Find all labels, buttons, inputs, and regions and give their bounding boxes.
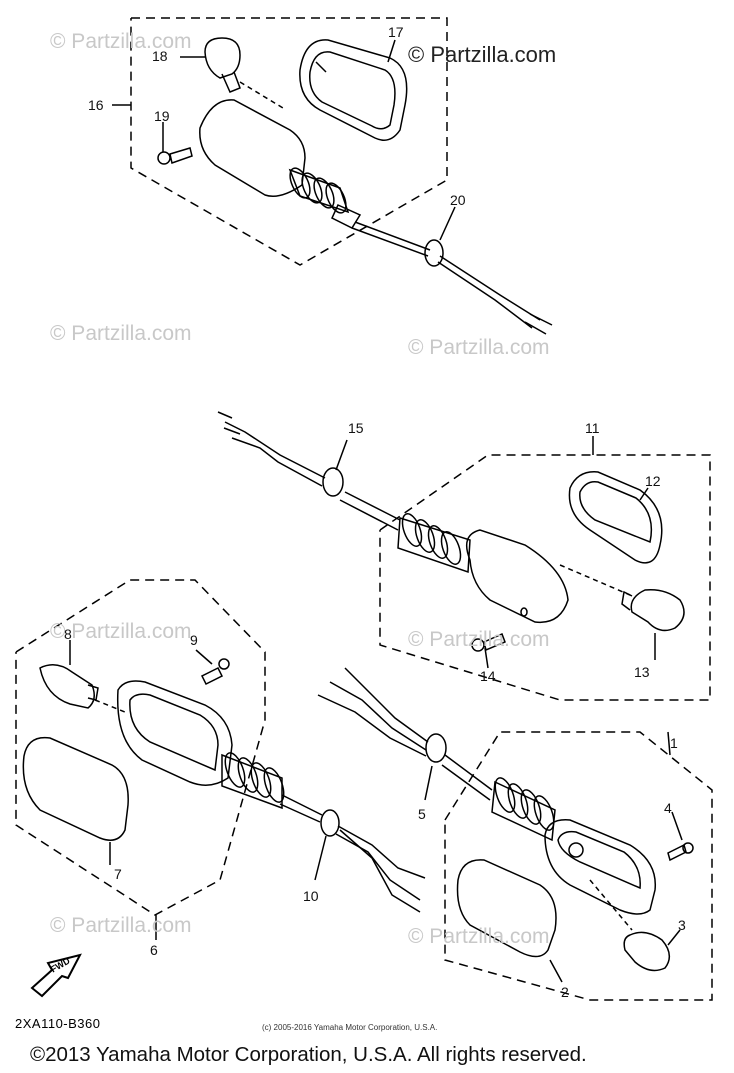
- diagram-code: 2XA110-B360: [15, 1016, 101, 1031]
- small-copyright: (c) 2005-2016 Yamaha Motor Corporation, …: [262, 1023, 438, 1032]
- copyright-notice: ©2013 Yamaha Motor Corporation, U.S.A. A…: [30, 1043, 587, 1066]
- housing-6-icon: [116, 680, 426, 913]
- screw-9-icon: [195, 649, 230, 686]
- callout-3: 3: [678, 917, 686, 933]
- callout-20: 20: [450, 192, 466, 208]
- callout-17: 17: [388, 24, 404, 40]
- callout-18: 18: [152, 48, 168, 64]
- group-outline-16: [130, 17, 448, 266]
- callout-2: 2: [561, 984, 569, 1000]
- callout-10: 10: [303, 888, 319, 904]
- housing-11-icon: [217, 411, 569, 624]
- callout-14: 14: [480, 668, 496, 684]
- group-outline-1: [444, 731, 713, 1001]
- watermark: © Partzilla.com: [50, 914, 192, 937]
- housing-16-icon: [199, 99, 553, 335]
- callout-8: 8: [64, 626, 72, 642]
- callout-5: 5: [418, 806, 426, 822]
- callout-6: 6: [150, 942, 158, 958]
- forward-arrow-icon: [30, 953, 82, 998]
- housing-1-icon: [317, 667, 657, 915]
- watermark: © Partzilla.com: [50, 620, 192, 643]
- screw-14-icon: [471, 632, 506, 669]
- watermark: © Partzilla.com: [408, 925, 550, 948]
- bulb-3-icon: [623, 929, 681, 972]
- watermark: © Partzilla.com: [50, 322, 192, 345]
- screw-19-icon: [157, 122, 193, 165]
- watermark: © Partzilla.com: [50, 30, 192, 53]
- lens-7-icon: [22, 736, 129, 865]
- callout-7: 7: [114, 866, 122, 882]
- watermark: © Partzilla.com: [408, 336, 550, 359]
- bulb-13-icon: [621, 588, 685, 660]
- screw-4-icon: [667, 811, 694, 862]
- callout-12: 12: [645, 473, 661, 489]
- bulb-18-icon: [180, 37, 241, 93]
- callout-15: 15: [348, 420, 364, 436]
- lens-17-icon: [299, 39, 408, 141]
- group-outline-11: [379, 454, 711, 701]
- callout-11: 11: [585, 420, 600, 436]
- bulb-8-icon: [39, 640, 99, 709]
- group-outline-6: [15, 579, 266, 916]
- callout-9: 9: [190, 632, 198, 648]
- lens-12-icon: [568, 471, 663, 564]
- lens-2-icon: [456, 859, 563, 983]
- watermark: © Partzilla.com: [408, 628, 550, 651]
- callout-19: 19: [154, 108, 170, 124]
- callout-1: 1: [670, 735, 678, 751]
- callout-16: 16: [88, 97, 104, 113]
- watermark-top: © Partzilla.com: [408, 42, 557, 67]
- callout-4: 4: [664, 800, 672, 816]
- callout-13: 13: [634, 664, 650, 680]
